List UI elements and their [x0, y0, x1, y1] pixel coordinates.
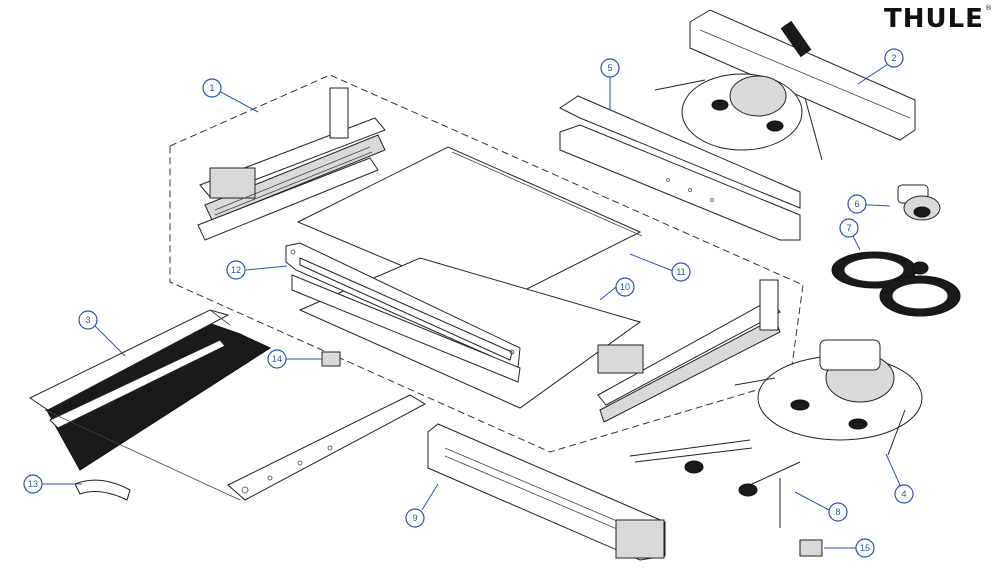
callout-1-label: 1: [209, 83, 214, 93]
part-15-block: [799, 539, 823, 557]
part-right-slide-rail: [597, 279, 781, 423]
callout-2: 2: [884, 48, 904, 68]
callout-10: 10: [615, 277, 635, 297]
part-3-step-platform: [28, 309, 427, 501]
callout-15-label: 15: [860, 543, 870, 553]
part-4-gear-housing: [734, 339, 923, 456]
callout-9-label: 9: [412, 513, 417, 523]
callout-7: 7: [839, 218, 859, 238]
callout-8-label: 8: [835, 507, 840, 517]
part-2-motor-bracket: [654, 9, 916, 161]
part-8-arms: [629, 439, 801, 528]
callout-7-label: 7: [846, 223, 851, 233]
callout-13: 13: [23, 474, 43, 494]
assembly-dashed-outline: [169, 74, 804, 453]
callout-3: 3: [78, 310, 98, 330]
part-7-gears: [831, 251, 961, 317]
part-12-front-frame: [285, 242, 521, 383]
callout-12-label: 12: [231, 265, 241, 275]
callout-4: 4: [894, 484, 914, 504]
callout-8: 8: [828, 502, 848, 522]
thule-logo: THULE®: [884, 4, 993, 34]
part-9-front-cover: [427, 423, 666, 561]
callout-6-label: 6: [854, 199, 859, 209]
part-6-motor: [897, 184, 941, 221]
callout-1: 1: [202, 78, 222, 98]
callout-11-label: 11: [676, 267, 685, 277]
part-14-clip: [321, 351, 341, 367]
callout-3-label: 3: [85, 315, 90, 325]
callout-5-label: 5: [607, 63, 612, 73]
callout-10-label: 10: [620, 282, 630, 292]
callout-12: 12: [226, 260, 246, 280]
part-1-left-rail: [197, 87, 386, 241]
callout-13-label: 13: [28, 479, 38, 489]
part-13-handle: [74, 479, 131, 501]
callout-5: 5: [600, 58, 620, 78]
part-5-back-panel: [559, 95, 801, 241]
callout-4-label: 4: [901, 489, 906, 499]
callout-9: 9: [405, 508, 425, 528]
callout-14-label: 14: [272, 354, 282, 364]
callout-6: 6: [847, 194, 867, 214]
callout-11: 11: [671, 262, 691, 282]
callout-14: 14: [267, 349, 287, 369]
callout-15: 15: [855, 538, 875, 558]
callout-2-label: 2: [891, 53, 896, 63]
